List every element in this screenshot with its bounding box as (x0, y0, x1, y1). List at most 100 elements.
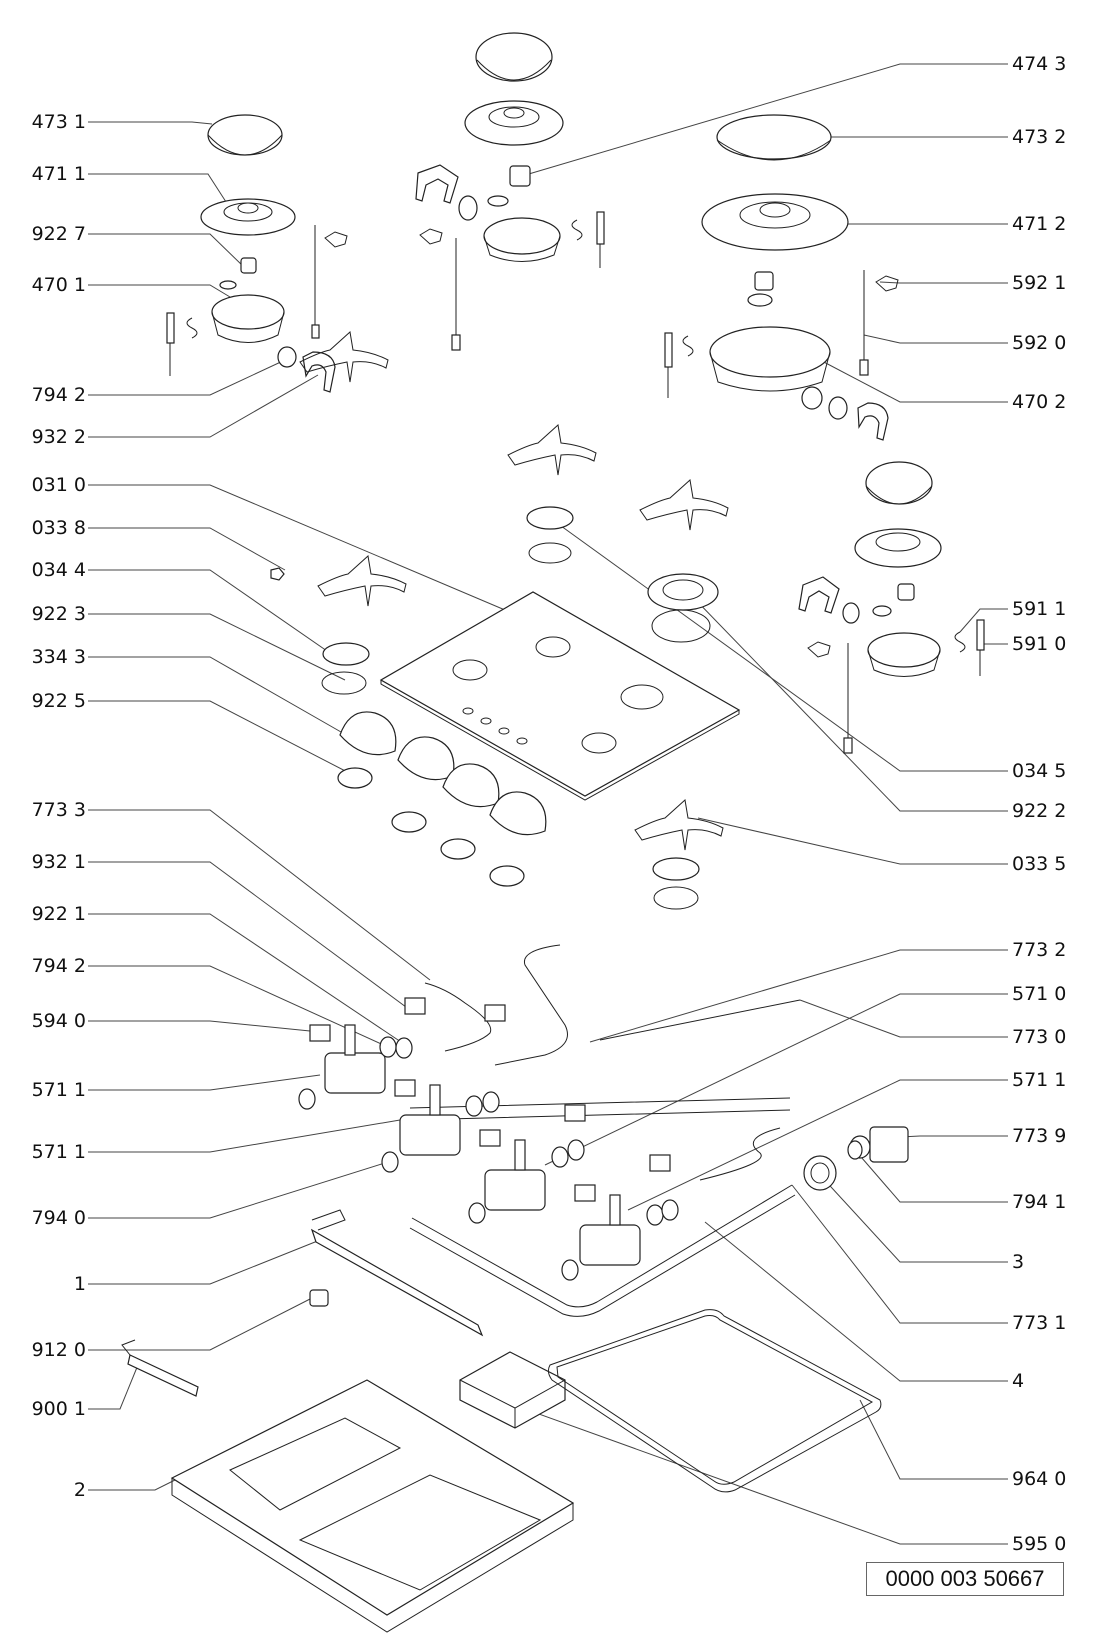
leader-line-3 (819, 1174, 1008, 1263)
control-knobs (337, 711, 547, 887)
part-label-591-0: 591 0 (1012, 633, 1067, 655)
leader-line-334-3 (88, 656, 356, 741)
leader-line-922-7 (88, 233, 246, 269)
leader-line-794-2b (88, 965, 391, 1049)
leader-line-922-5 (88, 700, 356, 777)
part-label-571-1c: 571 1 (1012, 1069, 1067, 1091)
leader-line-773-0 (799, 999, 1008, 1038)
leader-line-571-1a (88, 1074, 321, 1091)
leader-line-922-3 (88, 613, 346, 681)
part-label-595-0: 595 0 (1012, 1533, 1067, 1555)
leader-line-470-1 (88, 284, 231, 298)
part-label-4: 4 (1012, 1370, 1025, 1392)
part-label-773-9: 773 9 (1012, 1125, 1067, 1147)
part-label-794-2b: 794 2 (31, 955, 86, 977)
leader-line-773-3 (88, 809, 431, 981)
part-label-794-1: 794 1 (1012, 1191, 1067, 1213)
base-tray (170, 1379, 575, 1633)
leader-line-932-2 (88, 374, 319, 438)
leader-line-592-0 (863, 334, 1008, 344)
part-label-033-8: 033 8 (31, 517, 86, 539)
part-label-773-1: 773 1 (1012, 1312, 1067, 1334)
leader-line-922-1 (88, 913, 411, 1049)
part-label-571-1a: 571 1 (31, 1079, 86, 1101)
leader-line-470-2 (819, 359, 1008, 403)
leader-line-474-3 (521, 63, 1008, 177)
leader-line-794-0 (88, 1161, 389, 1219)
leader-line-912-0 (88, 1297, 313, 1351)
part-label-773-3: 773 3 (31, 799, 86, 821)
part-label-334-3: 334 3 (31, 646, 86, 668)
part-label-473-1: 473 1 (31, 111, 86, 133)
valve-4 (404, 997, 679, 1281)
leader-line-591-1 (959, 608, 1008, 633)
valve-2 (381, 1079, 500, 1173)
part-label-3: 3 (1012, 1251, 1025, 1273)
leader-line-592-1 (879, 281, 1008, 284)
leader-line-571-1b (88, 1119, 401, 1153)
leader-line-1 (88, 1239, 321, 1285)
part-label-922-7: 922 7 (31, 223, 86, 245)
leader-line-773-9 (899, 1135, 1008, 1138)
leader-line-900-1 (88, 1359, 141, 1410)
leader-line-932-1 (88, 861, 411, 1011)
part-label-594-0: 594 0 (31, 1010, 86, 1032)
leader-line-031-0 (88, 484, 506, 611)
part-label-473-2: 473 2 (1012, 126, 1067, 148)
drawing-reference-number: 0000 003 50667 (866, 1562, 1064, 1596)
part-label-932-1: 932 1 (31, 851, 86, 873)
valve-3 (468, 1104, 586, 1224)
burner-left-assembly (166, 114, 348, 393)
hob-top-plate (379, 591, 741, 801)
part-label-794-2a: 794 2 (31, 384, 86, 406)
burner-right-large-assembly (664, 114, 899, 441)
part-label-773-2: 773 2 (1012, 939, 1067, 961)
lower-hardware (121, 1209, 484, 1397)
part-label-773-0: 773 0 (1012, 1026, 1067, 1048)
part-label-592-1: 592 1 (1012, 272, 1067, 294)
part-label-922-1: 922 1 (31, 903, 86, 925)
leader-line-571-0 (544, 993, 1008, 1166)
leader-line-034-4 (88, 569, 341, 661)
part-label-033-5: 033 5 (1012, 853, 1067, 875)
leader-line-773-2 (589, 949, 1008, 1043)
leader-line-922-2 (689, 593, 1008, 812)
part-label-922-5: 922 5 (31, 690, 86, 712)
part-label-592-0: 592 0 (1012, 332, 1067, 354)
leader-line-794-2a (88, 359, 286, 396)
part-label-470-2: 470 2 (1012, 391, 1067, 413)
part-label-571-1b: 571 1 (31, 1141, 86, 1163)
gas-valves-and-pipes (298, 944, 909, 1317)
leader-line-571-1c (627, 1079, 1008, 1211)
leader-line-033-8 (88, 527, 286, 571)
part-label-470-1: 470 1 (31, 274, 86, 296)
part-label-900-1: 900 1 (31, 1398, 86, 1420)
leader-line-033-5 (697, 817, 1008, 865)
part-label-034-4: 034 4 (31, 559, 86, 581)
part-label-922-3: 922 3 (31, 603, 86, 625)
part-label-922-2: 922 2 (1012, 800, 1067, 822)
leader-line-794-1 (854, 1149, 1008, 1203)
leader-line-471-1 (88, 173, 229, 206)
burner-right-small-assembly (798, 461, 985, 754)
part-label-794-0: 794 0 (31, 1207, 86, 1229)
part-label-571-0: 571 0 (1012, 983, 1067, 1005)
leader-line-2 (88, 1479, 176, 1491)
part-label-2: 2 (73, 1479, 86, 1501)
part-label-034-5: 034 5 (1012, 760, 1067, 782)
part-label-471-1: 471 1 (31, 163, 86, 185)
valve-1 (298, 1024, 413, 1110)
leader-line-595-0 (499, 1399, 1008, 1545)
part-label-471-2: 471 2 (1012, 213, 1067, 235)
burner-center-top-assembly (415, 32, 605, 351)
leader-line-964-0 (859, 1399, 1008, 1480)
part-label-474-3: 474 3 (1012, 53, 1067, 75)
leader-line-773-1 (791, 1184, 1008, 1324)
leader-line-594-0 (88, 1020, 321, 1033)
part-label-964-0: 964 0 (1012, 1468, 1067, 1490)
part-label-912-0: 912 0 (31, 1339, 86, 1361)
junction-box (459, 1351, 566, 1429)
leader-lines (88, 63, 1008, 1545)
leader-line-4 (704, 1221, 1008, 1382)
